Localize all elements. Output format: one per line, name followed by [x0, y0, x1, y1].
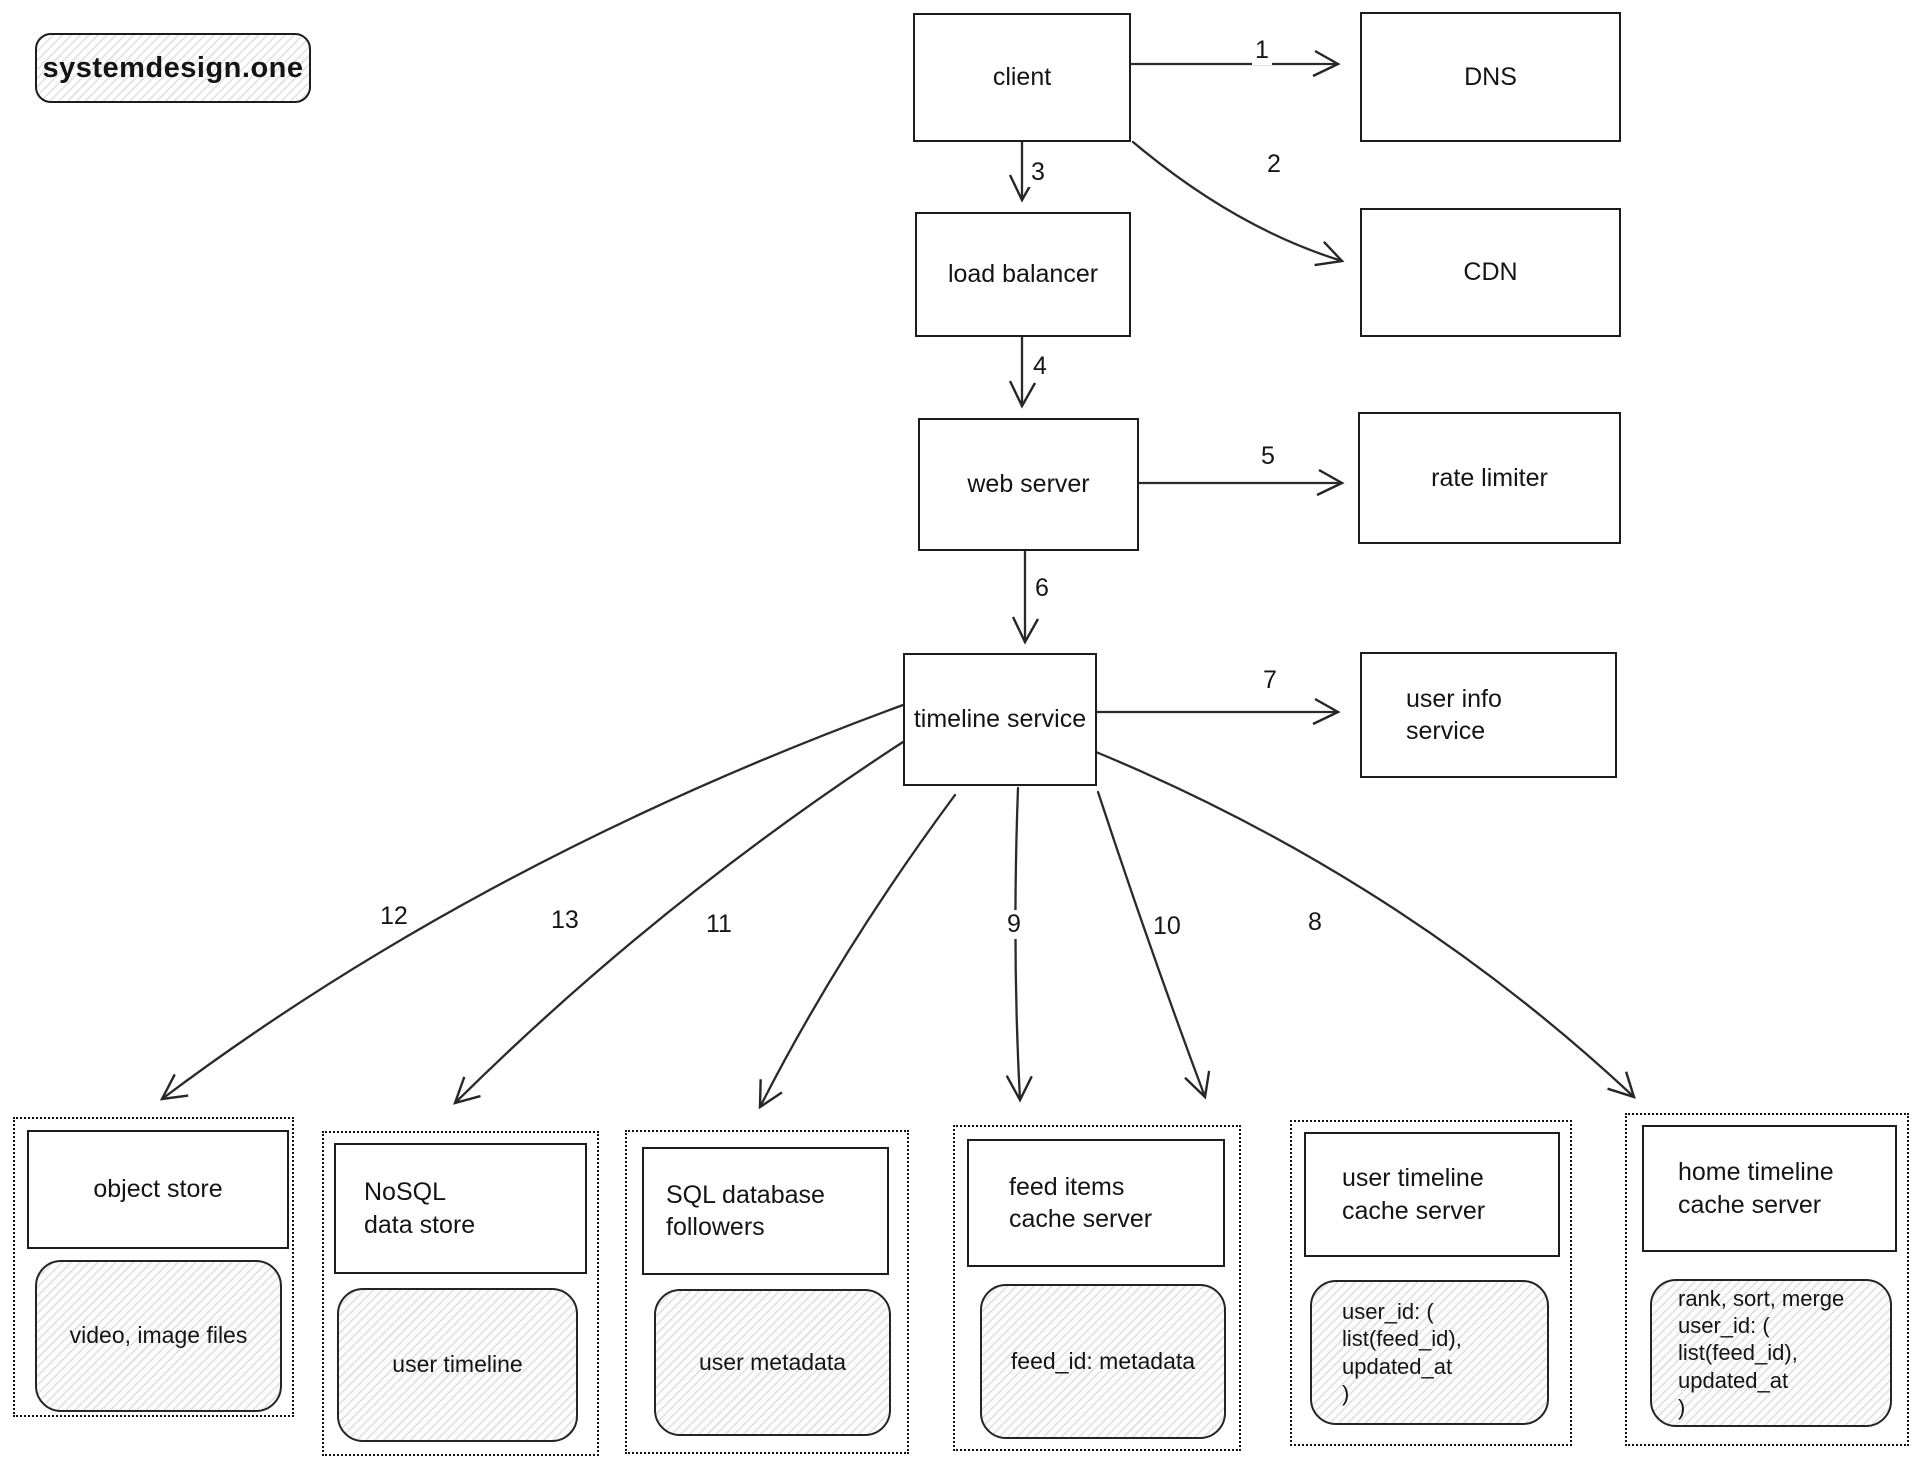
edge-label-6: 6	[1032, 574, 1052, 603]
store-detail-feed-items-cache: feed_id: metadata	[980, 1284, 1226, 1439]
edge-label-12: 12	[377, 902, 411, 931]
edge-label-10: 10	[1150, 912, 1184, 941]
node-web-server: web server	[918, 418, 1139, 551]
node-rate-limiter: rate limiter	[1358, 412, 1621, 544]
store-group-nosql-data-store: NoSQL data store user timeline	[322, 1131, 599, 1456]
store-group-sql-database-followers: SQL database followers user metadata	[625, 1130, 909, 1454]
store-title-object-store-label: object store	[93, 1175, 223, 1204]
arrow-13	[453, 740, 905, 1105]
store-title-user-timeline-cache: user timeline cache server	[1304, 1132, 1560, 1257]
arrow-9	[1005, 786, 1033, 1103]
store-detail-sql-database-followers: user metadata	[654, 1289, 891, 1436]
store-group-home-timeline-cache: home timeline cache server rank, sort, m…	[1625, 1113, 1909, 1446]
node-client: client	[913, 13, 1131, 142]
store-title-home-timeline-cache-label: home timeline cache server	[1678, 1158, 1834, 1219]
edge-label-3: 3	[1028, 158, 1048, 187]
node-load-balancer: load balancer	[915, 212, 1131, 337]
store-title-sql-database-followers-label: SQL database followers	[666, 1180, 825, 1242]
store-title-feed-items-cache-label: feed items cache server	[1009, 1172, 1153, 1234]
edge-label-5: 5	[1258, 442, 1278, 471]
node-web-server-label: web server	[967, 470, 1090, 499]
store-detail-object-store: video, image files	[35, 1260, 282, 1412]
node-user-info-service-label: user info service	[1406, 684, 1502, 746]
store-detail-feed-items-cache-label: feed_id: metadata	[1010, 1347, 1196, 1374]
node-cdn-label: CDN	[1463, 258, 1518, 287]
arrow-12	[159, 703, 905, 1101]
edge-label-7: 7	[1260, 666, 1280, 695]
store-detail-object-store-label: video, image files	[69, 1322, 248, 1349]
store-title-nosql-data-store-label: NoSQL data store	[364, 1178, 476, 1239]
edge-label-8: 8	[1305, 908, 1325, 937]
edge-label-11: 11	[703, 910, 735, 939]
store-detail-home-timeline-cache: rank, sort, merge user_id: ( list(feed_i…	[1650, 1279, 1892, 1427]
store-title-home-timeline-cache: home timeline cache server	[1642, 1125, 1897, 1252]
store-title-user-timeline-cache-label: user timeline cache server	[1342, 1164, 1486, 1225]
store-detail-user-timeline-cache: user_id: ( list(feed_id), updated_at )	[1310, 1280, 1549, 1425]
arrow-2	[1131, 140, 1345, 267]
edge-label-13: 13	[548, 906, 582, 935]
brand-badge: systemdesign.one	[35, 33, 311, 103]
store-detail-nosql-data-store: user timeline	[337, 1288, 578, 1442]
store-detail-sql-database-followers-label: user metadata	[698, 1348, 847, 1375]
arrow-11	[758, 793, 957, 1110]
node-timeline-service-label: timeline service	[913, 705, 1087, 734]
node-user-info-service: user info service	[1360, 652, 1617, 778]
store-detail-home-timeline-cache-label: rank, sort, merge user_id: ( list(feed_i…	[1678, 1285, 1845, 1420]
brand-label: systemdesign.one	[42, 51, 304, 84]
node-load-balancer-label: load balancer	[947, 260, 1099, 289]
store-title-sql-database-followers: SQL database followers	[642, 1147, 889, 1275]
edge-label-4: 4	[1030, 352, 1050, 381]
node-timeline-service: timeline service	[903, 653, 1097, 786]
arrow-10	[1096, 790, 1211, 1100]
store-group-user-timeline-cache: user timeline cache server user_id: ( li…	[1290, 1120, 1572, 1446]
node-dns: DNS	[1360, 12, 1621, 142]
store-detail-nosql-data-store-label: user timeline	[392, 1351, 523, 1378]
edge-label-2: 2	[1264, 150, 1284, 179]
edge-label-1: 1	[1252, 36, 1272, 65]
store-title-feed-items-cache: feed items cache server	[967, 1139, 1225, 1267]
store-title-nosql-data-store: NoSQL data store	[334, 1143, 587, 1274]
store-group-feed-items-cache: feed items cache server feed_id: metadat…	[953, 1125, 1241, 1451]
node-dns-label: DNS	[1464, 62, 1517, 91]
store-detail-user-timeline-cache-label: user_id: ( list(feed_id), updated_at )	[1342, 1298, 1462, 1406]
store-title-object-store: object store	[27, 1130, 289, 1249]
store-group-object-store: object store video, image files	[13, 1117, 294, 1417]
edge-label-9: 9	[1004, 910, 1024, 939]
node-rate-limiter-label: rate limiter	[1431, 463, 1548, 492]
node-cdn: CDN	[1360, 208, 1621, 337]
node-client-label: client	[992, 63, 1052, 92]
